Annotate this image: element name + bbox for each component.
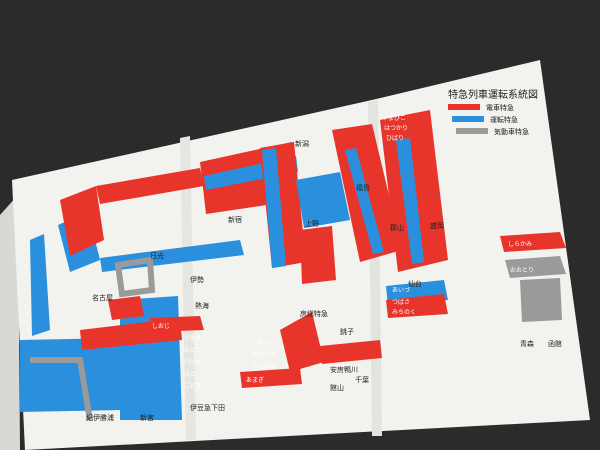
train-label: おおとり <box>510 267 534 274</box>
train-label: みどり <box>184 346 202 354</box>
station-label: 伊勢 <box>190 275 204 284</box>
legend-swatch-red <box>448 104 480 110</box>
legend-item-2: 運転特急 <box>490 115 518 124</box>
legend: 特急列車運転系統図 電車特急 運転特急 気動車特急 <box>448 88 538 136</box>
station-label: 千葉 <box>355 375 369 384</box>
station-label: 新潟 <box>295 139 309 148</box>
left-fold <box>0 195 20 450</box>
right-bundle <box>296 110 448 318</box>
station-label: 福島 <box>356 183 370 192</box>
station-label: 銚子 <box>340 327 354 336</box>
far-right-panel <box>500 232 566 322</box>
legend-item-1: 電車特急 <box>486 103 514 112</box>
train-label: わかしお <box>252 351 276 358</box>
station-label: 新宿 <box>228 215 242 224</box>
station-label: 熱海 <box>195 301 209 310</box>
legend-title: 特急列車運転系統図 <box>448 88 538 101</box>
legend-swatch-gray <box>456 128 488 134</box>
legend-swatch-blue <box>452 116 484 122</box>
station-label: 函館 <box>548 339 562 348</box>
station-label: 新宮 <box>140 413 154 422</box>
station-label: 郡山 <box>390 223 404 232</box>
station-label: 仙台 <box>408 279 422 288</box>
station-label: 盛岡 <box>430 221 444 230</box>
station-label: 名古屋 <box>92 293 113 302</box>
station-label: 紀伊勝浦 <box>86 413 114 422</box>
train-label: あまぎ <box>246 376 264 384</box>
lower-center-bundle <box>240 312 382 388</box>
station-label: 安房鴨川 <box>330 365 358 374</box>
train-label: ひばり <box>386 134 404 142</box>
station-label: 館山 <box>330 383 344 392</box>
station-label: 青森 <box>520 339 534 348</box>
train-label: つばさ <box>392 298 410 306</box>
red-bundle-left <box>60 168 204 350</box>
train-labels: やまびこ はつかり ひばり あいづ つばさ みちのく しおじ かもめ みどり つ… <box>152 114 534 390</box>
train-label: かもめ <box>184 335 202 342</box>
station-label: 日光 <box>150 251 164 260</box>
train-label: みちのく <box>392 309 416 316</box>
train-label: やまびこ <box>382 114 406 122</box>
train-label: はと <box>184 371 196 378</box>
train-label: こだま <box>184 383 202 390</box>
fold-crease-1 <box>180 136 196 440</box>
center-bundle <box>200 142 306 268</box>
train-label: しおじ <box>152 323 170 330</box>
train-label: しらかみ <box>508 241 532 248</box>
gray-lines <box>30 256 156 421</box>
train-label: あいづ <box>392 286 410 294</box>
station-label: 房総特急 <box>300 309 328 318</box>
train-label: はつかり <box>384 125 408 132</box>
station-labels: 新潟 新宿 上野 名古屋 日光 伊勢 熱海 伊豆急下田 房総特急 銚子 安房鴨川… <box>86 139 562 422</box>
train-label: つばめ <box>184 358 202 366</box>
legend-item-3: 気動車特急 <box>494 127 529 136</box>
station-label: 上野 <box>305 219 319 228</box>
train-label: さざなみ <box>252 362 276 370</box>
train-label: しおさい <box>252 339 276 346</box>
station-label: 伊豆急下田 <box>190 403 225 412</box>
